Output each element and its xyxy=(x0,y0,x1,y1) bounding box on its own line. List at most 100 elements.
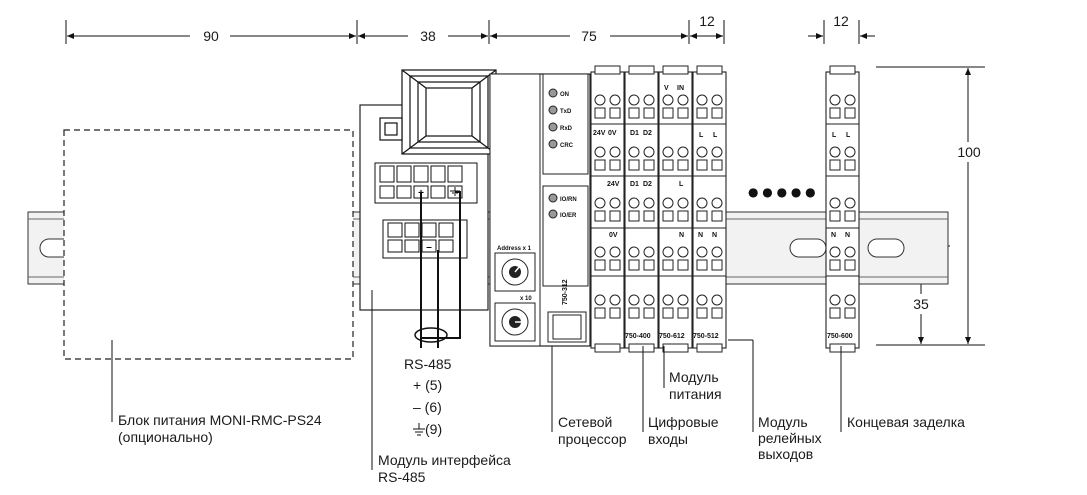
io-modules xyxy=(590,65,860,353)
module-750-612-clamp-0-0 xyxy=(628,94,640,106)
led-io-rn: IO/RN xyxy=(560,197,577,203)
module-code-750-400: 750-400 xyxy=(625,333,651,340)
module-750-512-power-clamp-0-1 xyxy=(677,94,689,106)
module-750-512-power-slot-4-0 xyxy=(662,307,674,319)
led-io-er: IO/ER xyxy=(560,213,577,219)
module-750-612-clamp-1-1 xyxy=(643,146,655,158)
module-750-512-power-slot-3-0 xyxy=(662,259,674,271)
module-end-cap-slot-3-0 xyxy=(829,259,841,271)
module-750-400-bottom-clip xyxy=(594,343,621,353)
module-end-cap-clamp-2-1 xyxy=(844,197,856,209)
m3-tag-v: V xyxy=(664,85,669,92)
module-relay-clamp-1-1 xyxy=(711,146,723,158)
module-750-612-slot-2-0 xyxy=(628,210,640,222)
m2-tag-d1: D1 xyxy=(630,130,639,137)
m1-tag-0v-low: 0V xyxy=(609,232,618,239)
module-750-400-slot-4-0 xyxy=(594,307,606,319)
module-relay-clamp-3-0 xyxy=(696,246,708,258)
label-end-cap: Концевая заделка xyxy=(847,414,965,430)
module-relay-slot-2-1 xyxy=(711,210,723,222)
module-750-512-power-top-clip xyxy=(662,65,689,75)
label-relay-line2: релейных xyxy=(758,430,822,446)
label-digital-line2: входы xyxy=(648,431,688,447)
module-750-612-slot-4-0 xyxy=(628,307,640,319)
module-750-400-slot-4-1 xyxy=(609,307,621,319)
module-750-512-power-clamp-2-0 xyxy=(662,197,674,209)
module-750-400-clamp-1-0 xyxy=(594,146,606,158)
module-end-cap-clamp-1-0 xyxy=(829,146,841,158)
m3-tag-n: N xyxy=(679,232,684,239)
module-end-cap-slot-0-0 xyxy=(829,107,841,119)
module-end-cap-clamp-4-1 xyxy=(844,294,856,306)
module-relay-top-clip xyxy=(696,65,723,75)
module-750-400-clamp-0-1 xyxy=(609,94,621,106)
module-relay-clamp-0-1 xyxy=(711,94,723,106)
processor-code: 750-312 xyxy=(562,279,569,305)
module-end-cap-clamp-0-0 xyxy=(829,94,841,106)
m1-tag-24v: 24V xyxy=(593,130,606,137)
m2-tag-d1-mid: D1 xyxy=(630,181,639,188)
module-750-512-power-slot-0-1 xyxy=(677,107,689,119)
module-750-512-power-clamp-2-1 xyxy=(677,197,689,209)
module-750-512-power-clamp-1-0 xyxy=(662,146,674,158)
module-750-512-power-slot-2-0 xyxy=(662,210,674,222)
module-750-512-power-slot-4-1 xyxy=(677,307,689,319)
address-x1-label: Address x 1 xyxy=(497,246,532,252)
module-750-612-top-clip xyxy=(628,65,655,75)
module-750-512-power-bottom-clip xyxy=(662,343,689,353)
module-750-612-clamp-4-0 xyxy=(628,294,640,306)
module-750-612-clamp-3-1 xyxy=(643,246,655,258)
module-750-612-clamp-2-0 xyxy=(628,197,640,209)
m4-tag-l2: L xyxy=(713,132,718,139)
ellipsis-dots: ● ● ● ● ● xyxy=(748,185,816,199)
module-750-400-slot-1-0 xyxy=(594,159,606,171)
led-crc: CRC xyxy=(560,143,574,149)
label-power-supply-line1: Блок питания MONI-RMC-PS24 xyxy=(118,412,322,428)
module-750-612-clamp-4-1 xyxy=(643,294,655,306)
m2-tag-d2-mid: D2 xyxy=(643,181,652,188)
module-750-612-clamp-1-0 xyxy=(628,146,640,158)
module-750-400-slot-3-1 xyxy=(609,259,621,271)
m1-tag-24v-mid: 24V xyxy=(607,181,620,188)
address-x10-label: x 10 xyxy=(520,296,532,302)
m3-tag-l: L xyxy=(679,181,684,188)
m4-tag-n1: N xyxy=(698,232,703,239)
module-relay-clamp-2-0 xyxy=(696,197,708,209)
module-750-612-slot-3-1 xyxy=(643,259,655,271)
module-relay-clamp-4-0 xyxy=(696,294,708,306)
module-relay-slot-2-0 xyxy=(696,210,708,222)
module-end-cap-clamp-1-1 xyxy=(844,146,856,158)
module-relay-slot-4-1 xyxy=(711,307,723,319)
m4-tag-n2: N xyxy=(712,232,717,239)
module-relay-slot-1-0 xyxy=(696,159,708,171)
module-750-612-clamp-0-1 xyxy=(643,94,655,106)
module-code-750-612: 750-612 xyxy=(659,333,685,340)
module-750-400-clamp-2-0 xyxy=(594,197,606,209)
module-750-400-slot-3-0 xyxy=(594,259,606,271)
module-end-cap-slot-2-0 xyxy=(829,210,841,222)
module-750-512-power-slot-1-0 xyxy=(662,159,674,171)
module-750-400-clamp-3-1 xyxy=(609,246,621,258)
led-on: ON xyxy=(560,92,569,98)
leader-lines xyxy=(111,290,842,470)
dim-12-relay: 12 xyxy=(699,13,715,29)
module-end-cap-slot-0-1 xyxy=(844,107,856,119)
rs485-pin-ground: (9) xyxy=(425,421,442,437)
label-network-line2: процессор xyxy=(558,431,627,447)
module-750-400-slot-0-1 xyxy=(609,107,621,119)
label-power-module-line1: Модуль xyxy=(669,369,719,385)
m3-tag-in: IN xyxy=(677,85,684,92)
module-relay-slot-0-1 xyxy=(711,107,723,119)
module-750-512-power-clamp-0-0 xyxy=(662,94,674,106)
module-750-400-slot-2-1 xyxy=(609,210,621,222)
module-750-612-slot-1-0 xyxy=(628,159,640,171)
end-tag-n2: N xyxy=(845,232,850,239)
module-750-400-clamp-1-1 xyxy=(609,146,621,158)
label-interface-line2: RS-485 xyxy=(378,469,426,485)
led-rxd: RxD xyxy=(560,126,573,132)
module-750-612-clamp-2-1 xyxy=(643,197,655,209)
module-end-cap-slot-1-0 xyxy=(829,159,841,171)
module-750-512-power-clamp-1-1 xyxy=(677,146,689,158)
module-end-cap-top-clip xyxy=(829,65,856,75)
